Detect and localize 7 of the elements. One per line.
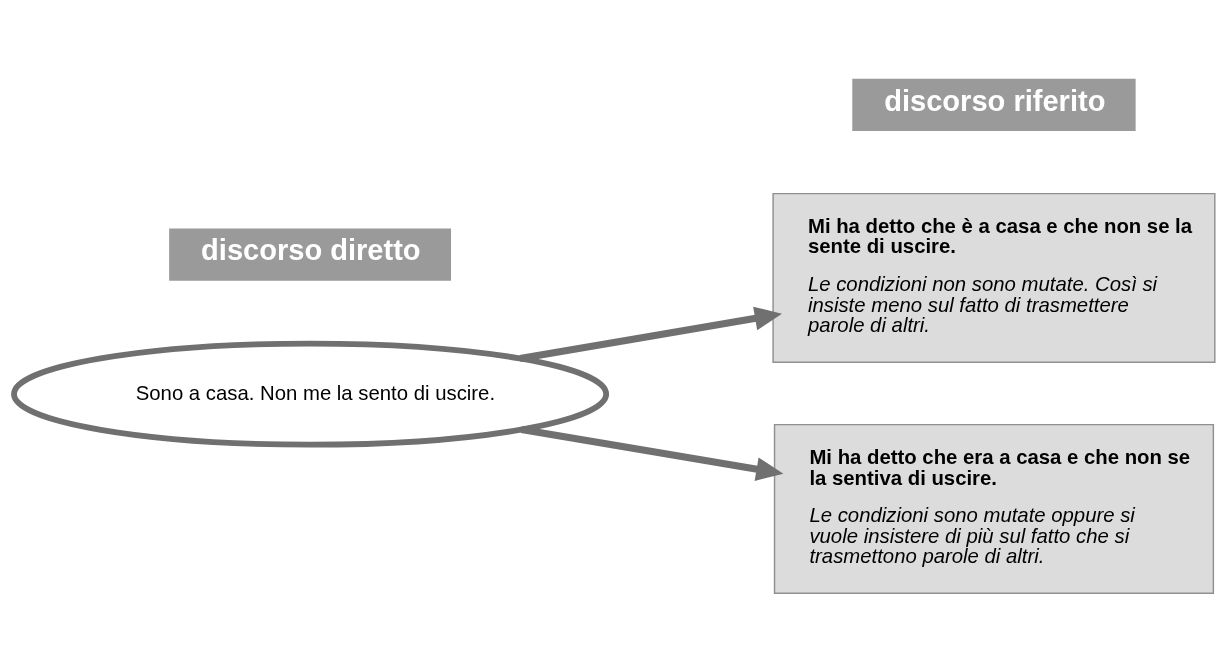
node-ellipse: Sono a casa. Non me la sento di uscire. [11,340,610,448]
node-box: Mi ha detto che è a casa e che non se la sente di uscire. Le condizioni non sono mutate. Così si insiste meno sul fatto di trasmettere parole di altri. [772,192,1216,363]
arrow [520,425,784,481]
node-box: Mi ha detto che era a casa e che non se la sentiva di uscire. Le condizioni sono mutate oppure si vuole insistere di più sul fatto che si trasmettono parole di altri. [773,423,1215,594]
arrow [519,306,782,363]
label: discorso riferito [884,84,1106,117]
label: discorso diretto [201,234,421,267]
